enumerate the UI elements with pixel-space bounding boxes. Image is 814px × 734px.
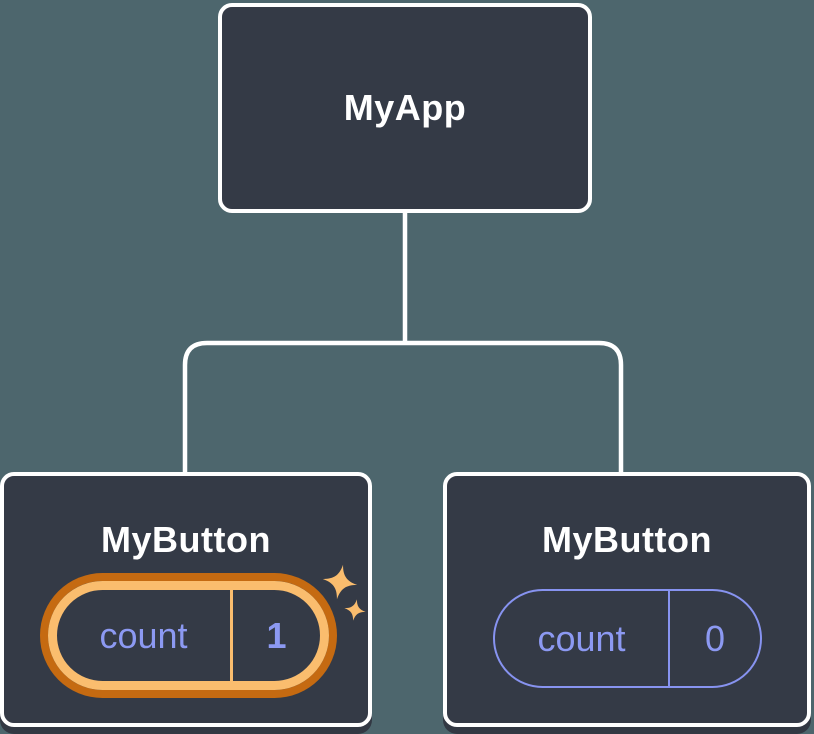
state-key: count	[99, 614, 188, 656]
node-title: MyApp	[343, 87, 467, 128]
state-pill: count 0	[493, 589, 762, 688]
state-key: count	[537, 617, 626, 659]
state-value: 0	[704, 617, 726, 659]
node-mybutton-2: MyButton count 0	[443, 472, 811, 727]
connector-branch	[182, 340, 624, 473]
state-value: 1	[266, 614, 287, 656]
state-pill-divider	[230, 590, 233, 681]
state-pill-divider	[668, 591, 670, 686]
state-pill-highlighted: count 1	[48, 581, 329, 690]
node-title: MyButton	[101, 519, 271, 560]
node-title: MyButton	[542, 519, 712, 560]
node-myapp: MyApp	[218, 3, 592, 213]
node-mybutton-1: MyButton count 1	[0, 472, 372, 727]
sparkle-icon	[322, 564, 366, 621]
